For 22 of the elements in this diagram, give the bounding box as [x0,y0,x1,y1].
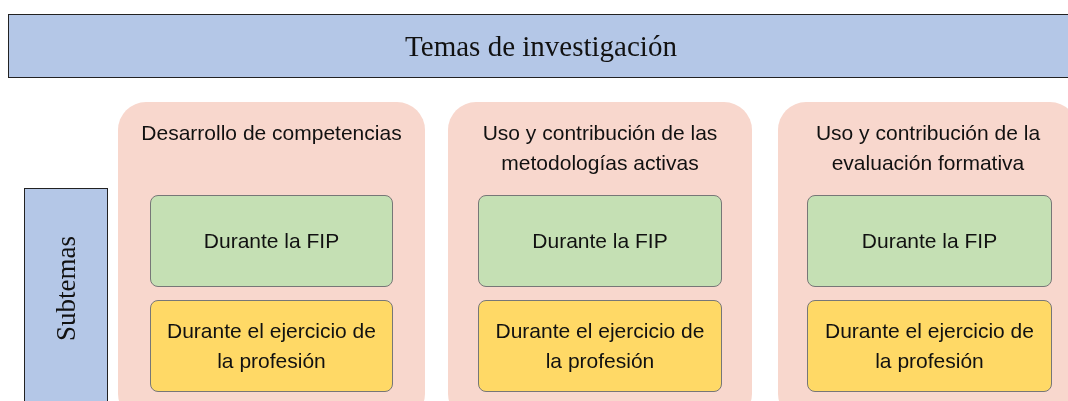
subtopic-text: Durante la FIP [202,228,341,254]
side-label-box [24,188,108,401]
subtopic-text: Durante la FIP [860,228,999,254]
side-label: Subtemas [51,235,81,341]
topic-panel [118,102,425,401]
topic-panel [448,102,752,401]
subtopic-box [478,195,722,287]
subtopic-box [807,195,1052,287]
subtopic-text: Durante el ejercicio de la profesión [494,318,706,374]
subtopic-box [807,300,1052,392]
topic-title: Desarrollo de competencias [140,120,403,146]
subtopic-text: Durante el ejercicio de la profesión [824,318,1035,374]
topic-panel [778,102,1068,401]
subtopic-box [150,195,393,287]
subtopic-box [478,300,722,392]
topic-title: Uso y contribución de la evaluación formativa [814,120,1042,176]
subtopic-text: Durante el ejercicio de la profesión [166,318,377,374]
banner-title: Temas de investigación [405,31,677,61]
topic-title: Uso y contribución de las metodologías activas [481,120,719,176]
title-banner [8,14,1068,78]
subtopic-box [150,300,393,392]
subtopic-text: Durante la FIP [531,228,669,254]
